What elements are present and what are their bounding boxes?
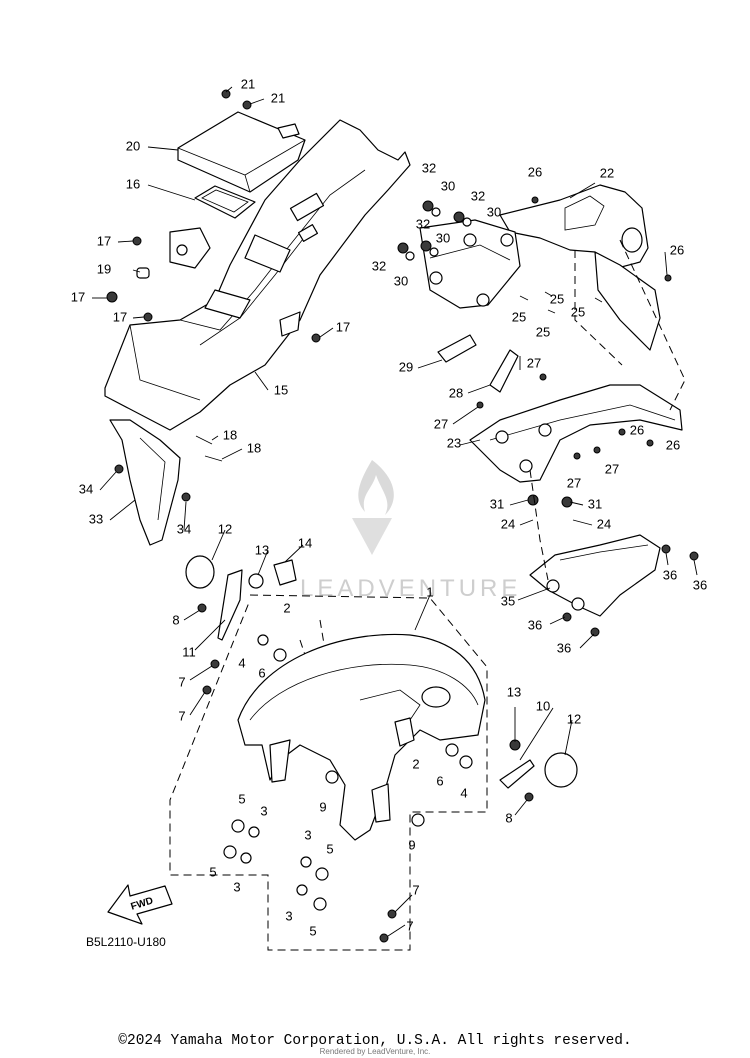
callout-19: 19 — [97, 261, 111, 276]
callout-7: 7 — [178, 674, 185, 689]
callout-4: 4 — [238, 655, 245, 670]
callout-5: 5 — [238, 791, 245, 806]
callout-35: 35 — [501, 593, 515, 608]
callout-3: 3 — [233, 879, 240, 894]
callout-8: 8 — [172, 612, 179, 627]
callout-36: 36 — [663, 567, 677, 582]
callout-7: 7 — [406, 918, 413, 933]
callout-14: 14 — [298, 535, 312, 550]
callout-21: 21 — [241, 76, 255, 91]
callout-26: 26 — [670, 242, 684, 257]
callout-21: 21 — [271, 90, 285, 105]
callout-30: 30 — [441, 178, 455, 193]
callout-13: 13 — [507, 684, 521, 699]
callout-5: 5 — [209, 864, 216, 879]
callout-28: 28 — [449, 385, 463, 400]
callout-11: 11 — [182, 644, 196, 659]
callout-34: 34 — [177, 521, 191, 536]
callout-27: 27 — [605, 461, 619, 476]
fwd-arrow-icon: FWD — [107, 884, 173, 925]
callout-30: 30 — [487, 204, 501, 219]
callout-8: 8 — [505, 810, 512, 825]
leadventure-watermark: LEADVENTURE — [300, 460, 517, 602]
callout-6: 6 — [258, 665, 265, 680]
callout-13: 13 — [255, 542, 269, 557]
callout-10: 10 — [536, 698, 550, 713]
callout-31: 31 — [490, 496, 504, 511]
callout-16: 16 — [126, 176, 140, 191]
callout-12: 12 — [218, 521, 232, 536]
callout-25: 25 — [512, 309, 526, 324]
callout-labels: 21 21 20 16 17 19 17 17 17 15 18 18 34 3… — [71, 76, 707, 938]
callout-30: 30 — [436, 230, 450, 245]
callout-1: 1 — [426, 584, 433, 599]
callout-2: 2 — [412, 756, 419, 771]
callout-36: 36 — [557, 640, 571, 655]
rendered-by-note: Rendered by LeadVenture, Inc. — [319, 1047, 431, 1056]
callout-30: 30 — [394, 273, 408, 288]
callout-24: 24 — [501, 516, 515, 531]
callout-25: 25 — [550, 291, 564, 306]
callout-22: 22 — [600, 165, 614, 180]
callout-34: 34 — [79, 481, 93, 496]
callout-3: 3 — [304, 827, 311, 842]
callout-12: 12 — [567, 711, 581, 726]
callout-24: 24 — [597, 516, 611, 531]
callout-18: 18 — [223, 427, 237, 442]
callout-9: 9 — [319, 799, 326, 814]
callout-23: 23 — [447, 435, 461, 450]
callout-17: 17 — [113, 309, 127, 324]
callout-26: 26 — [630, 422, 644, 437]
callout-4: 4 — [460, 785, 467, 800]
callout-32: 32 — [372, 258, 386, 273]
callout-3: 3 — [285, 908, 292, 923]
callout-29: 29 — [399, 359, 413, 374]
callout-20: 20 — [126, 138, 140, 153]
callout-18: 18 — [247, 440, 261, 455]
callout-36: 36 — [693, 577, 707, 592]
callout-7: 7 — [412, 882, 419, 897]
callout-26: 26 — [666, 437, 680, 452]
callout-27: 27 — [434, 416, 448, 431]
tail-cover-group — [397, 184, 699, 637]
callout-32: 32 — [422, 160, 436, 175]
callout-6: 6 — [436, 773, 443, 788]
rear-fender-group — [104, 89, 411, 546]
callout-5: 5 — [326, 841, 333, 856]
callout-25: 25 — [571, 304, 585, 319]
diagram-code: B5L2110-U180 — [86, 935, 166, 949]
front-fender-group: FWD — [107, 555, 578, 951]
copyright-notice: ©2024 Yamaha Motor Corporation, U.S.A. A… — [118, 1033, 632, 1049]
callout-2: 2 — [283, 600, 290, 615]
callout-26: 26 — [528, 164, 542, 179]
callout-9: 9 — [408, 837, 415, 852]
callout-3: 3 — [260, 803, 267, 818]
callout-25: 25 — [536, 324, 550, 339]
callout-31: 31 — [588, 496, 602, 511]
callout-17: 17 — [336, 319, 350, 334]
callout-36: 36 — [528, 617, 542, 632]
callout-27: 27 — [527, 355, 541, 370]
callout-33: 33 — [89, 511, 103, 526]
callout-15: 15 — [274, 382, 288, 397]
callout-17: 17 — [97, 233, 111, 248]
callout-32: 32 — [416, 216, 430, 231]
leader-lines — [92, 86, 698, 937]
callout-7: 7 — [178, 708, 185, 723]
callout-27: 27 — [567, 475, 581, 490]
callout-5: 5 — [309, 923, 316, 938]
callout-32: 32 — [471, 188, 485, 203]
callout-17: 17 — [71, 289, 85, 304]
